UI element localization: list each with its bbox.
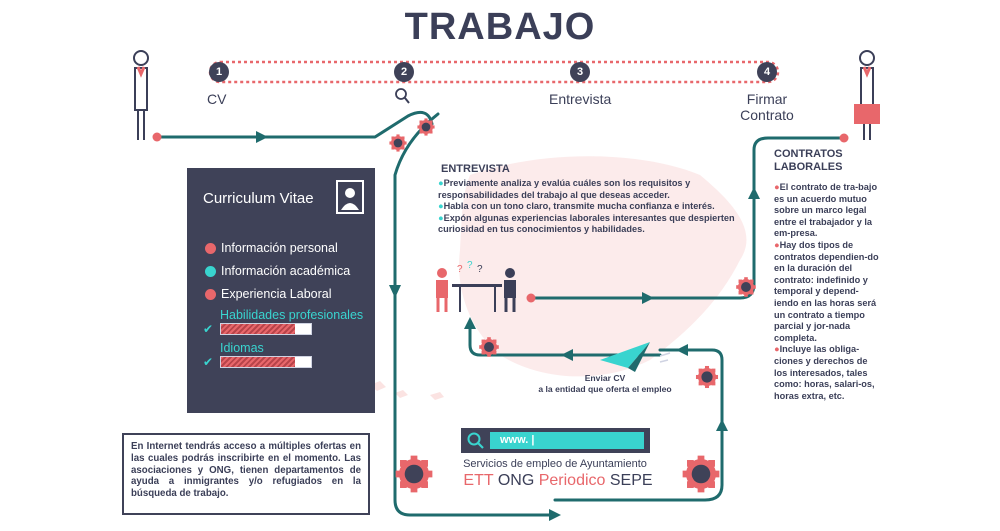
cog-icon <box>479 337 499 357</box>
cog-icon <box>395 455 433 493</box>
checkmark-icon: ✔ <box>203 322 214 336</box>
arrow-5 <box>464 317 476 329</box>
path-left-to-desk <box>468 323 662 357</box>
skill-label-habilidades: Habilidades profesionales <box>220 308 364 322</box>
interview-desk-icon: ? ? ? <box>436 260 516 312</box>
cog-icon <box>417 118 435 136</box>
entrevista-bullet: ●Previamente analiza y evalúa cuáles son… <box>438 178 691 200</box>
map-islands <box>370 381 444 400</box>
cv-card: Curriculum Vitae Información personal In… <box>187 168 375 413</box>
cog-icon <box>389 134 407 152</box>
cv-item-academic: Información académica <box>205 264 350 278</box>
path-start-dot <box>152 132 162 142</box>
channel-ett: ETT <box>463 472 494 489</box>
skill-fill <box>221 324 295 334</box>
checkmark-icon: ✔ <box>203 355 214 369</box>
entrevista-title: ENTREVISTA <box>441 163 510 175</box>
person-right-icon <box>854 50 880 140</box>
bullet-dot-icon <box>205 242 216 254</box>
arrow-9 <box>549 509 561 521</box>
skill-fill <box>221 357 295 367</box>
step-label-contrato: Firmar Contrato <box>740 91 794 123</box>
cv-item-label: Experiencia Laboral <box>221 287 332 301</box>
channel-ong: ONG <box>497 472 535 489</box>
bullet-dot-icon <box>205 288 216 300</box>
person-left-icon <box>133 50 149 140</box>
cog-icon <box>682 455 720 493</box>
step-marker-4: 4 <box>757 62 777 82</box>
entrevista-bullet: ●Habla con un tono claro, transmite much… <box>438 201 715 212</box>
search-field: www. | <box>490 432 644 449</box>
step-marker-3: 3 <box>570 62 590 82</box>
path-start <box>156 110 434 139</box>
path-to-contract <box>528 136 845 300</box>
arrow-2 <box>389 285 401 298</box>
cog-icon <box>695 365 719 389</box>
arrow-3 <box>561 349 573 361</box>
internet-info-box: En Internet tendrás acceso a múltiples o… <box>122 433 370 515</box>
contratos-title: CONTRATOS LABORALES <box>774 148 843 173</box>
cog-icon <box>736 277 756 297</box>
arrow-4 <box>676 344 688 356</box>
services-text: Servicios de empleo de Ayuntamiento <box>463 458 647 470</box>
contratos-bullet: ●Incluye las obliga-ciones y derechos de… <box>774 344 875 401</box>
step-label-entrevista: Entrevista <box>549 91 612 107</box>
search-icon <box>467 432 485 455</box>
channels-list: ETT ONG Periodico SEPE <box>453 472 663 490</box>
step-marker-2: 2 <box>394 62 414 82</box>
page-title: TRABAJO <box>404 6 596 48</box>
enviar-cv-line1: Enviar CV <box>584 373 626 383</box>
cv-title: Curriculum Vitae <box>203 190 314 207</box>
svg-text:?: ? <box>457 264 463 275</box>
avatar-icon <box>336 180 364 214</box>
svg-text:?: ? <box>477 264 483 275</box>
contratos-bullet: ●El contrato de tra-bajo es un acuerdo m… <box>774 182 878 239</box>
enviar-cv-line2: a la entidad que oferta el empleo <box>538 384 672 394</box>
map-shape <box>459 156 747 377</box>
paper-plane-icon <box>600 342 671 372</box>
channel-sepe: SEPE <box>609 472 653 489</box>
arrow-1 <box>256 131 268 143</box>
skill-bar-idiomas <box>220 356 312 368</box>
cv-item-label: Información personal <box>221 241 338 255</box>
search-bar: www. | <box>461 428 650 453</box>
arrow-6 <box>642 292 654 304</box>
cv-item-personal: Información personal <box>205 241 338 255</box>
desk-path-dot <box>526 293 536 303</box>
svg-text:?: ? <box>467 260 473 271</box>
entrevista-bullets: ●Previamente analiza y evalúa cuáles son… <box>438 178 738 236</box>
arrow-8 <box>716 419 728 431</box>
timeline-track <box>208 60 780 84</box>
skill-label-idiomas: Idiomas <box>220 341 264 355</box>
entrevista-bullet: ●Expón algunas experiencias laborales in… <box>438 212 735 235</box>
path-end-dot <box>839 133 849 143</box>
contratos-bullets: ●El contrato de tra-bajo es un acuerdo m… <box>774 182 882 402</box>
magnifier-icon <box>395 88 411 111</box>
enviar-cv-caption: Enviar CV a la entidad que oferta el emp… <box>535 373 675 395</box>
bullet-dot-icon <box>205 265 216 277</box>
contratos-bullet: ●Hay dos tipos de contratos dependien-do… <box>774 239 879 343</box>
channel-periodico: Periodico <box>538 472 606 489</box>
cv-item-label: Información académica <box>221 264 351 278</box>
step-marker-1: 1 <box>209 62 229 82</box>
step-label-cv: CV <box>207 91 227 107</box>
arrow-7 <box>748 187 760 199</box>
cv-item-experience: Experiencia Laboral <box>205 287 332 301</box>
skill-bar-habilidades <box>220 323 312 335</box>
